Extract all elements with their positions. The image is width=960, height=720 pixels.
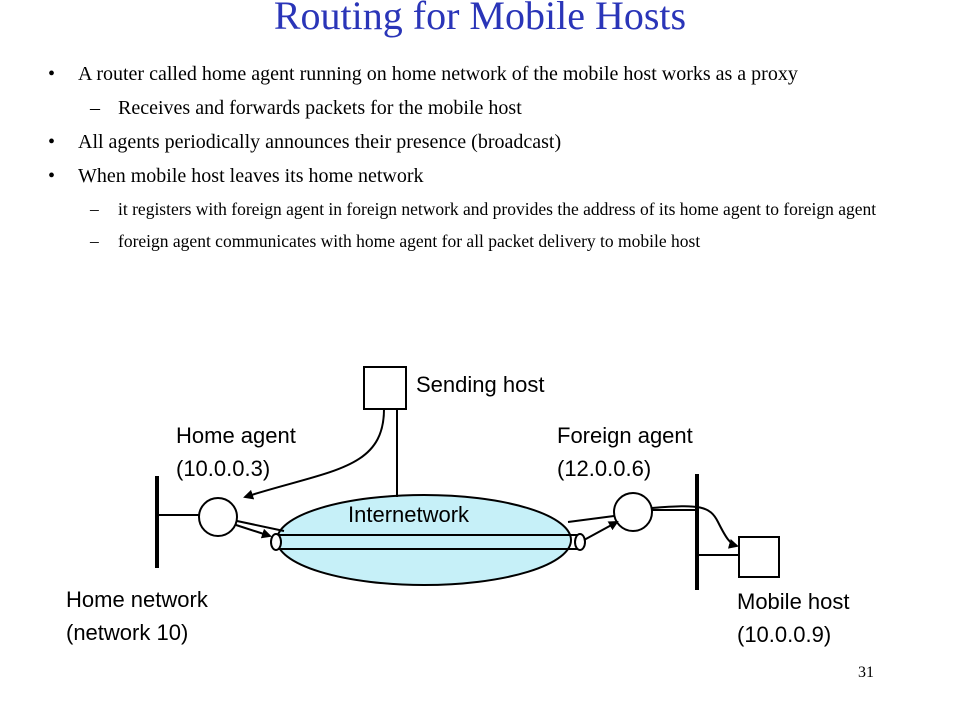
dash-icon: –: [90, 231, 99, 251]
dash-icon: –: [90, 199, 99, 219]
bullet-list: • A router called home agent running on h…: [48, 60, 938, 260]
home-network-id: (network 10): [66, 620, 188, 645]
mobile-host-address: (10.0.0.9): [737, 622, 831, 647]
internetwork-label: Internetwork: [348, 502, 470, 527]
home-agent-to-tunnel-arrow: [235, 524, 272, 539]
mobile-host-label: Mobile host: [737, 589, 850, 614]
send-to-home-agent-arrow: [243, 408, 385, 500]
page-number: 31: [858, 664, 874, 681]
foreign-agent-label: Foreign agent: [557, 423, 693, 448]
tunnel-to-foreign-agent-arrow: [583, 521, 619, 541]
sub-bullet-item: –it registers with foreign agent in fore…: [48, 196, 938, 222]
sending-host-box: [363, 366, 407, 410]
sub-bullet-text: it registers with foreign agent in forei…: [118, 199, 877, 219]
tunnel-exit: [574, 533, 586, 551]
sub-bullet-item: –foreign agent communicates with home ag…: [48, 228, 938, 254]
sub-bullet-text: foreign agent communicates with home age…: [118, 231, 701, 251]
foreign-agent-router: [613, 492, 653, 532]
bullet-text: A router called home agent running on ho…: [78, 63, 798, 85]
foreign-agent-address: (12.0.0.6): [557, 456, 651, 481]
sub-bullet-text: Receives and forwards packets for the mo…: [118, 97, 522, 119]
bullet-text: When mobile host leaves its home network: [78, 165, 424, 187]
bullet-dot-icon: •: [48, 131, 56, 153]
bullet-item: • When mobile host leaves its home networ…: [48, 162, 938, 190]
foreign-agent-to-mobile-host-arrow: [651, 505, 739, 549]
home-agent-address: (10.0.0.3): [176, 456, 270, 481]
bullet-text: All agents periodically announces their …: [78, 131, 562, 153]
home-agent-cloud-link: [236, 520, 285, 532]
bullet-dot-icon: •: [48, 63, 56, 85]
tunnel-entry: [270, 533, 282, 551]
bullet-item: • A router called home agent running on h…: [48, 60, 938, 88]
home-agent-label: Home agent: [176, 423, 296, 448]
sub-bullet-item: –Receives and forwards packets for the m…: [48, 94, 938, 122]
bullet-dot-icon: •: [48, 165, 56, 187]
dash-icon: –: [90, 97, 100, 119]
mobile-host-box: [738, 536, 780, 578]
bullet-item: • All agents periodically announces their…: [48, 128, 938, 156]
home-agent-router: [198, 497, 238, 537]
home-network-label: Home network: [66, 587, 209, 612]
slide-title: Routing for Mobile Hosts: [273, 0, 687, 38]
sending-host-label: Sending host: [416, 372, 544, 397]
foreign-agent-cloud-link: [567, 515, 615, 523]
